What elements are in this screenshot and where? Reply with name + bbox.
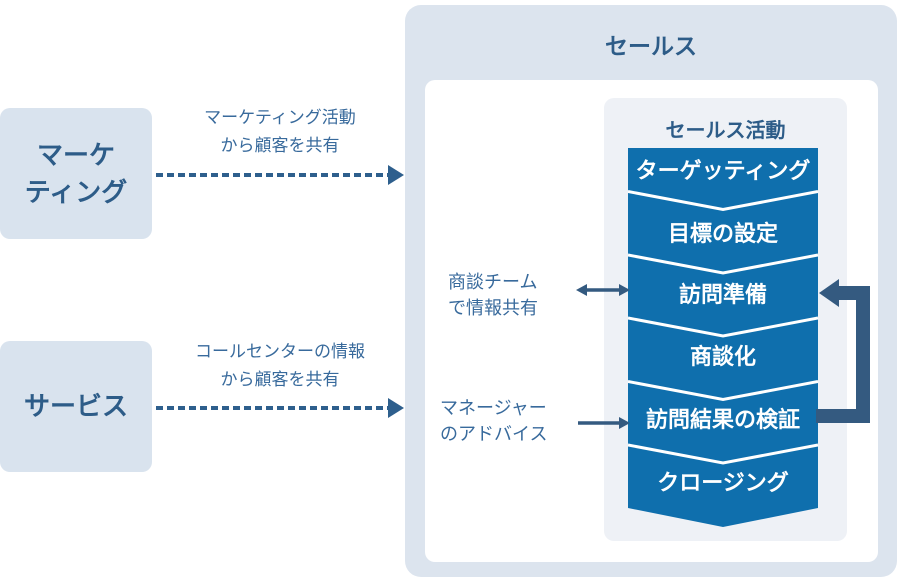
service-flow-label: コールセンターの情報 から顧客を共有 [160,338,400,394]
marketing-box: マーケ ティング [0,108,152,239]
flow-step-visit-prep: 訪問準備 [679,282,767,307]
chevron-separator [628,253,818,275]
sales-panel-title: セールス [605,33,697,59]
marketing-box-label-line1: マーケ [36,139,115,170]
flow-step-visit-review: 訪問結果の検証 [646,407,800,432]
sales-activity-title: セールス活動 [665,120,786,142]
dotted-line [156,173,388,177]
service-flow-label-line2: から顧客を共有 [220,370,340,389]
marketing-dotted-arrow-icon [156,165,406,185]
chevron-separator [628,316,818,338]
right-arrow-icon [578,417,630,429]
marketing-flow-label: マーケティング活動 から顧客を共有 [160,104,400,160]
service-box-label: サービス [23,391,128,421]
left-arrowhead-icon [576,284,587,296]
service-dotted-arrow-icon [156,398,406,418]
marketing-box-label-line2: ティング [24,176,128,207]
sales-process-chevron-flow: ターゲッティング 目標の設定 訪問準備 商談化 訪問結果の検証 クロージング [628,148,818,527]
arrowhead-icon [388,165,404,185]
feedback-arrow-shaft [816,286,870,423]
arrowhead-icon [388,398,404,418]
feedback-loop-arrow-icon [816,279,870,423]
flow-step-closing: クロージング [657,470,789,495]
marketing-flow-label-line2: から顧客を共有 [220,136,340,155]
manager-advice-label-line2: のアドバイス [440,424,548,444]
marketing-flow-label-line1: マーケティング活動 [204,108,356,127]
flow-step-goal-setting: 目標の設定 [668,221,778,246]
team-share-label: 商談チーム で情報共有 [448,269,538,321]
team-share-label-line1: 商談チーム [448,272,538,292]
double-arrow-icon [576,284,630,296]
right-arrowhead-icon [619,284,630,296]
service-box: サービス [0,341,152,472]
flow-step-targeting: ターゲッティング [636,158,811,183]
chevron-separator [628,380,818,402]
chevron-separator [628,190,818,212]
dotted-line [156,406,388,410]
right-arrowhead-icon [619,417,630,429]
team-share-label-line2: で情報共有 [448,298,538,318]
chevron-separator [628,443,818,465]
flow-step-negotiation: 商談化 [690,344,756,369]
service-flow-label-line1: コールセンターの情報 [195,342,365,361]
feedback-arrowhead-icon [819,279,839,307]
manager-advice-label-line1: マネージャー [440,398,547,418]
manager-advice-label: マネージャー のアドバイス [440,395,547,447]
